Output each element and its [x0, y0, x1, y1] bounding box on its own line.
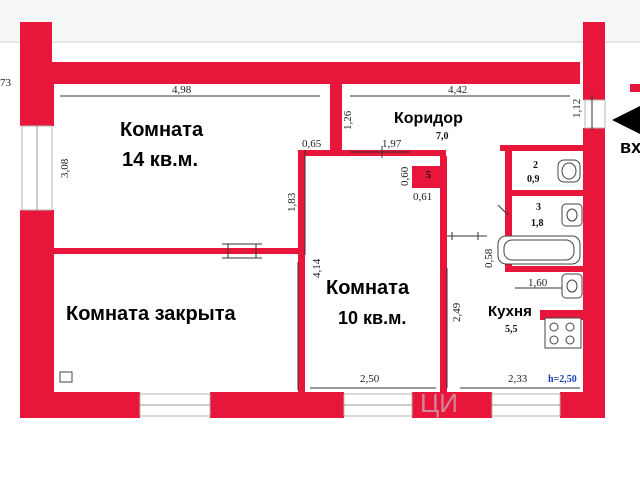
dim-183: 1,83 — [286, 192, 298, 212]
dim-308: 3,08 — [59, 158, 71, 178]
corridor-name: Коридор — [394, 110, 463, 127]
bath2-number: 2 — [533, 160, 538, 171]
door-marks — [222, 146, 509, 259]
room14-area: 14 кв.м. — [122, 149, 198, 171]
dim-061: 0,61 — [413, 191, 432, 203]
watermark: ЦИ — [420, 388, 458, 418]
bath2-area: 0,9 — [527, 174, 540, 185]
dim-058: 0,58 — [483, 248, 495, 268]
ceiling-height: h=2,50 — [548, 374, 577, 385]
bath3-number: 3 — [536, 202, 541, 213]
stove-icon — [544, 317, 582, 349]
dim-233: 2,33 — [508, 373, 528, 385]
kitchen-area: 5,5 — [505, 324, 518, 335]
dim-73: 73 — [0, 77, 12, 89]
dim-498: 4,98 — [172, 84, 192, 96]
dim-112: 1,12 — [571, 99, 583, 118]
bath3-area: 1,8 — [531, 218, 544, 229]
room-closed-name: Комната закрыта — [66, 303, 237, 325]
dim-249: 2,49 — [451, 302, 463, 322]
dim-126: 1,26 — [342, 110, 354, 130]
corridor-area: 7,0 — [436, 131, 449, 142]
dim-065: 0,65 — [302, 138, 322, 150]
windows — [21, 99, 606, 417]
room10-area: 10 кв.м. — [338, 308, 406, 328]
dim-250: 2,50 — [360, 373, 380, 385]
entrance-arrow-icon — [612, 106, 640, 134]
fixtures — [59, 159, 583, 383]
dim-414: 4,14 — [311, 258, 323, 278]
dimension-lines — [60, 95, 593, 390]
room10-name: Комната — [326, 277, 410, 299]
entrance-label: вх — [620, 137, 640, 157]
dim-442: 4,42 — [448, 84, 467, 96]
dim-060: 0,60 — [399, 166, 411, 186]
closet5-number: 5 — [426, 170, 431, 181]
top-strip — [0, 0, 640, 42]
walls — [20, 22, 640, 418]
kitchen-name: Кухня — [488, 303, 532, 320]
dim-160: 1,60 — [528, 277, 548, 289]
dim-197: 1,97 — [382, 138, 402, 150]
room14-name: Комната — [120, 119, 204, 141]
